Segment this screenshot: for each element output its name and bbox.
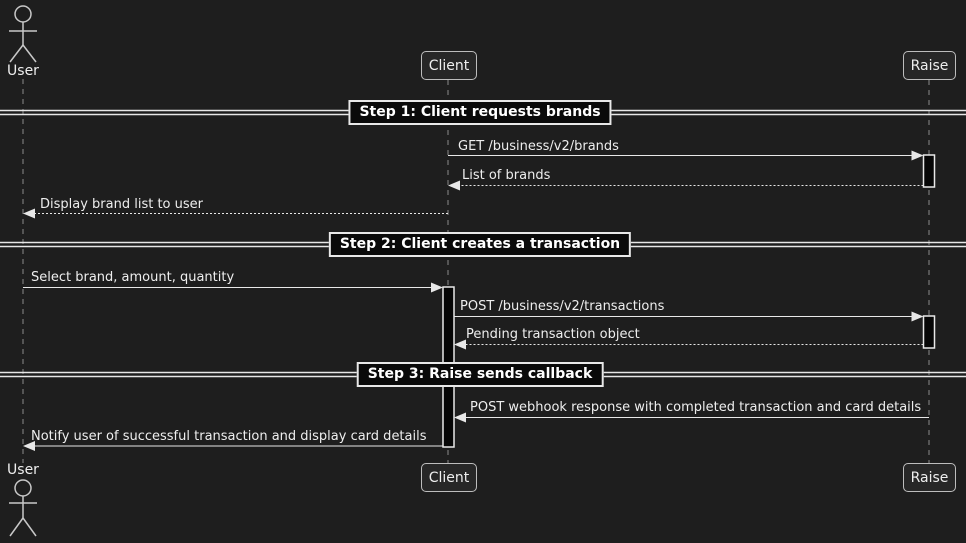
activation-bar-raise-2	[922, 315, 936, 349]
actor-label-user-top: User	[7, 63, 39, 79]
divider-step-3: Step 3: Raise sends callback	[356, 362, 604, 387]
user-actor-icon-bottom	[9, 479, 37, 537]
arrow-webhook-response	[454, 412, 929, 423]
arrow-post-transactions	[454, 311, 924, 322]
arrow-pending-transaction	[454, 339, 924, 350]
message-label-display-brand-list: Display brand list to user	[40, 197, 204, 212]
arrow-notify-user	[23, 441, 443, 451]
divider-step-2: Step 2: Client creates a transaction	[328, 232, 632, 257]
message-label-notify-user: Notify user of successful transaction an…	[31, 429, 427, 444]
message-label-pending-transaction: Pending transaction object	[466, 327, 640, 342]
participant-client-bottom: Client	[421, 463, 477, 492]
divider-step-1: Step 1: Client requests brands	[348, 100, 612, 125]
message-label-list-of-brands: List of brands	[462, 168, 551, 183]
actor-label-user-bottom: User	[7, 462, 39, 478]
message-label-post-transactions: POST /business/v2/transactions	[460, 299, 665, 314]
message-label-get-brands: GET /business/v2/brands	[458, 139, 619, 154]
arrow-select-brand	[23, 282, 443, 293]
activation-bar-raise-1	[922, 154, 936, 188]
participant-raise-bottom: Raise	[903, 463, 956, 492]
message-label-webhook-response: POST webhook response with completed tra…	[470, 400, 922, 415]
arrow-get-brands	[448, 150, 924, 161]
participant-client-top: Client	[421, 51, 477, 80]
message-label-select-brand: Select brand, amount, quantity	[31, 270, 235, 285]
arrow-display-brand-list	[23, 208, 448, 219]
participant-raise-top: Raise	[903, 51, 956, 80]
arrow-list-of-brands	[448, 180, 924, 191]
user-actor-icon	[9, 5, 37, 63]
